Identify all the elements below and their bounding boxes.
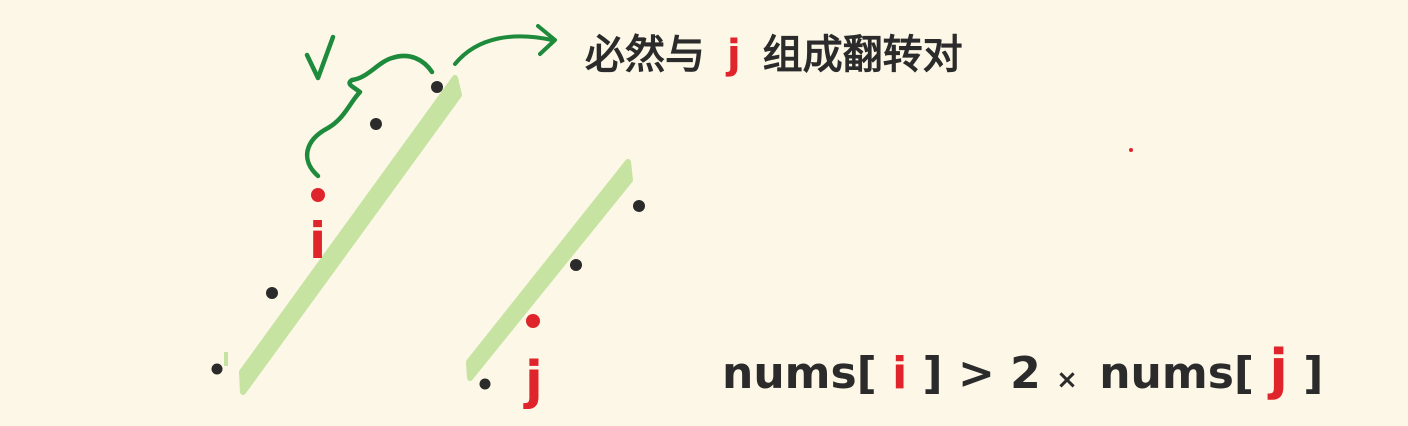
label-i: i <box>309 212 326 270</box>
check-mark-icon <box>304 34 336 81</box>
annotation-text-highlight: j <box>725 32 741 78</box>
formula-i: i <box>892 348 907 399</box>
formula: nums[ i ] > 2 × nums[ j ] <box>722 338 1323 401</box>
arrow-head-icon <box>536 24 557 56</box>
formula-j: j <box>1267 338 1288 401</box>
formula-part3: nums[ <box>1099 348 1254 399</box>
left-point <box>211 363 223 375</box>
annotation-text-before: 必然与 <box>585 32 705 78</box>
right-point <box>479 378 491 390</box>
left-point <box>431 81 443 93</box>
left-sorted-band <box>239 75 462 395</box>
right-point <box>633 200 645 212</box>
annotation-text-after: 组成翻转对 <box>763 32 963 78</box>
right-point-j <box>526 314 540 328</box>
formula-part1: nums[ <box>722 348 877 399</box>
left-point-i <box>311 188 325 202</box>
annotation-text: 必然与 j 组成翻转对 <box>585 32 963 78</box>
right-sorted-band <box>466 159 633 381</box>
left-point <box>370 118 382 130</box>
formula-part4: ] <box>1303 348 1323 399</box>
curly-brace <box>304 53 435 179</box>
stray-dot <box>1129 148 1133 152</box>
formula-times: × <box>1056 365 1078 395</box>
label-j: j <box>523 351 543 411</box>
right-point <box>570 259 582 271</box>
arrow-icon <box>453 34 554 66</box>
formula-part2: ] > 2 <box>923 348 1041 399</box>
left-point <box>266 287 278 299</box>
